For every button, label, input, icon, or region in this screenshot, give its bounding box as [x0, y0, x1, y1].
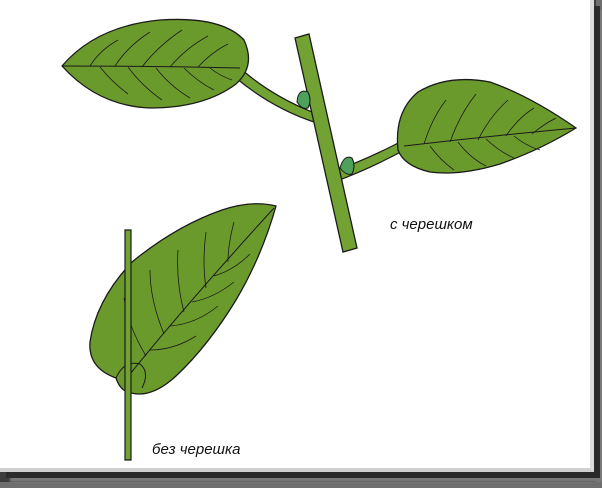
window-frame: с черешком без черешка: [0, 0, 596, 482]
diagram-panel: с черешком без черешка: [0, 0, 594, 472]
sessile-stem-group: [90, 204, 276, 460]
right-leaf: [397, 80, 576, 173]
sessile-leaf: [90, 204, 276, 394]
main-stem: [295, 34, 357, 252]
leaf-diagram: [0, 0, 590, 468]
sessile-stem: [125, 230, 131, 460]
label-with-petiole: с черешком: [390, 216, 473, 233]
petiolate-stem-group: [62, 19, 576, 252]
left-leaf: [62, 19, 249, 108]
label-without-petiole: без черешка: [152, 441, 240, 458]
